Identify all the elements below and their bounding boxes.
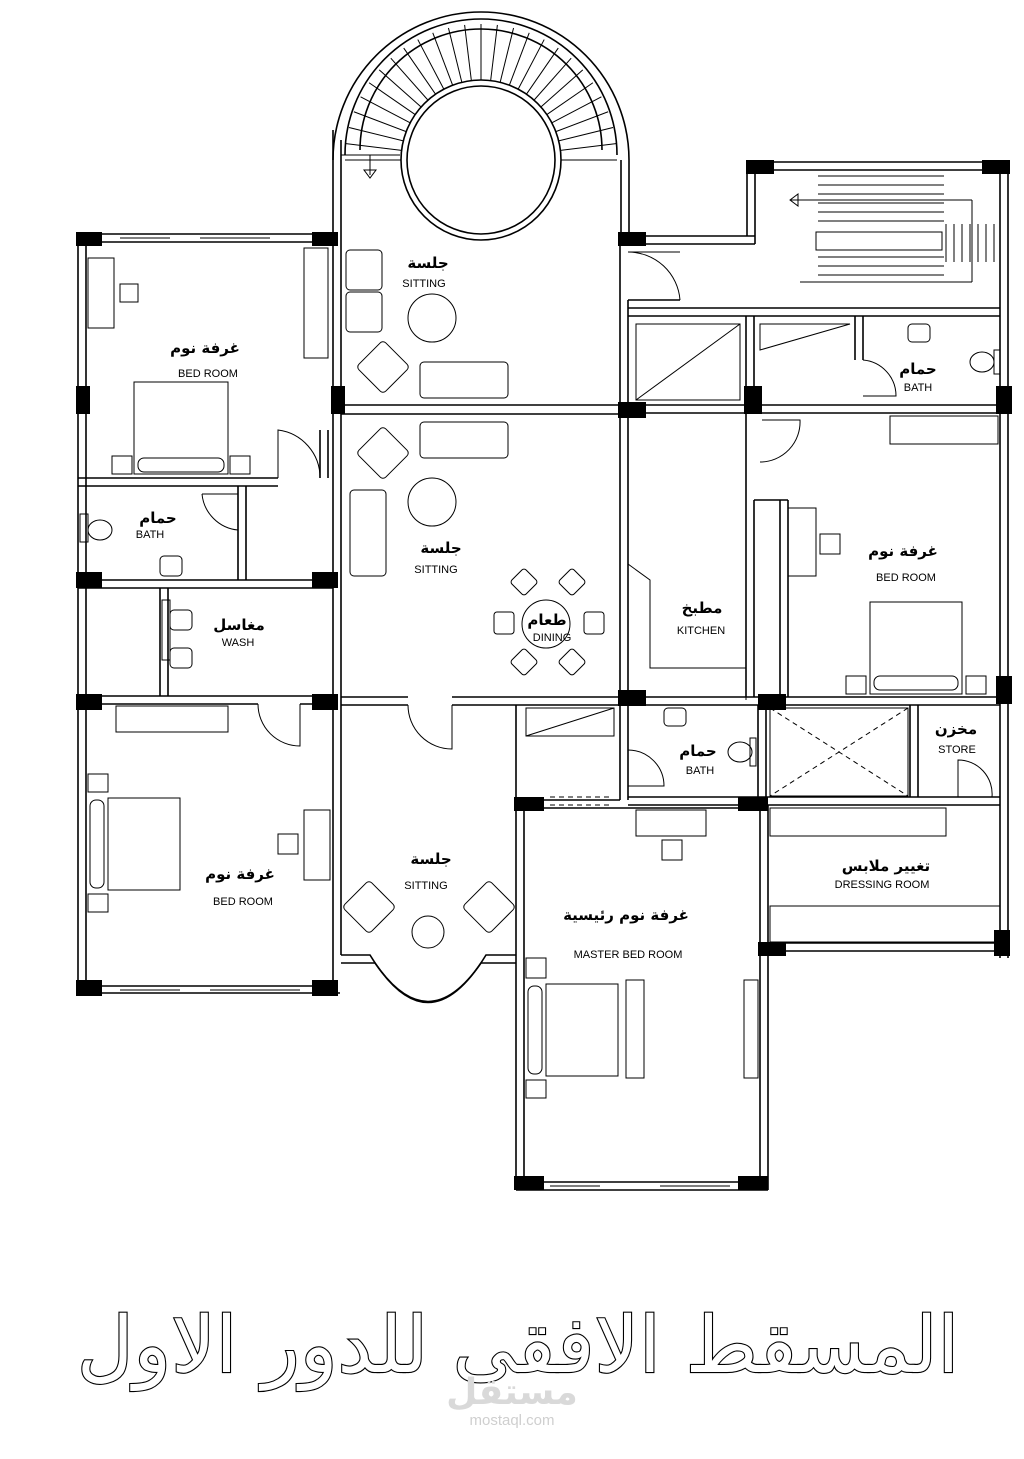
bath-top-right-label-en: BATH	[904, 382, 933, 394]
watermark-logo: مستقل	[446, 1372, 578, 1413]
bath-top-right-label-ar: حمام	[899, 360, 937, 378]
bedroom-right-label-en: BED ROOM	[876, 572, 936, 584]
watermark-url: mostaql.com	[469, 1412, 554, 1429]
kitchen-label-ar: مطبخ	[682, 599, 723, 617]
sitting-top-label-ar: جلسة	[407, 254, 448, 272]
walls	[77, 130, 1009, 1191]
bath-center-label-en: BATH	[686, 765, 715, 777]
dining-label-ar: طعام	[527, 611, 566, 629]
sitting-middle-label-en: SITTING	[414, 564, 457, 576]
bedroom-top-left-label-ar: غرفة نوم	[170, 339, 240, 357]
straight-staircase	[789, 175, 995, 283]
bedroom-right-label-ar: غرفة نوم	[868, 542, 938, 560]
dressing-room-label-en: DRESSING ROOM	[835, 879, 930, 891]
dressing-room-label-ar: تغيير ملابس	[842, 857, 930, 875]
kitchen-label-en: KITCHEN	[677, 625, 725, 637]
doors	[201, 251, 993, 900]
sitting-bottom-label-ar: جلسة	[410, 850, 451, 868]
store-label-ar: مخزن	[935, 720, 977, 738]
sitting-middle-label-ar: جلسة	[420, 539, 461, 557]
bedroom-top-left-label-en: BED ROOM	[178, 368, 238, 380]
furniture	[79, 247, 1001, 1099]
master-bedroom-label-en: MASTER BED ROOM	[574, 949, 683, 961]
sitting-top-label-en: SITTING	[402, 278, 445, 290]
master-bedroom-label-ar: غرفة نوم رئيسية	[563, 906, 689, 924]
wash-label-en: WASH	[222, 637, 255, 649]
dining-label-en: DINING	[533, 632, 572, 644]
bath-left-label-ar: حمام	[139, 509, 177, 527]
structural-columns	[76, 160, 1012, 1190]
bedroom-bottom-left-label-en: BED ROOM	[213, 896, 273, 908]
sitting-bottom-label-en: SITTING	[404, 880, 447, 892]
wash-label-ar: مغاسل	[213, 616, 265, 634]
bath-left-label-en: BATH	[136, 529, 165, 541]
spiral-staircase	[332, 11, 630, 241]
bath-center-label-ar: حمام	[679, 742, 717, 760]
bedroom-bottom-left-label-ar: غرفة نوم	[205, 865, 275, 883]
room-labels: جلسة SITTING غرفة نوم BED ROOM حمام BATH…	[136, 254, 977, 961]
page-title: المسقط الافقى للدور الاول	[77, 1301, 959, 1392]
store-label-en: STORE	[938, 744, 976, 756]
